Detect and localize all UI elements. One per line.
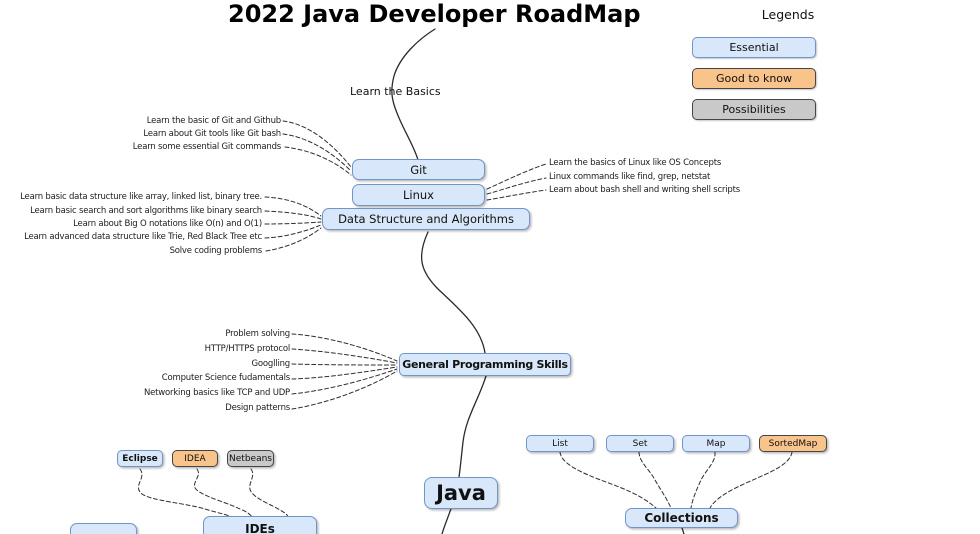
node-java: Java [424,477,498,509]
annotation-gps-2: HTTP/HTTPS protocol [204,344,291,354]
node-set: Set [606,435,674,452]
annotation-dsa-2: Learn basic search and sort algorithms l… [30,206,262,216]
annotation-gps-1: Problem solving [225,329,290,339]
annotation-dsa-4: Learn advanced data structure like Trie,… [24,232,262,242]
connector-git-1 [282,120,352,168]
legend-essential: Essential [692,37,816,58]
connector-set-collections [638,451,672,509]
annotation-dsa-1: Learn basic data structure like array, l… [20,192,262,202]
annotation-linux-2: Linux commands like find, grep, netstat [549,172,711,182]
annotation-git-2: Learn about Git tools like Git bash [143,129,281,139]
node-netbeans: Netbeans [227,450,274,467]
connector-sortedmap-collections [709,451,793,509]
node-linux: Linux [352,184,485,206]
connector-gps-5 [291,368,398,395]
node-partial-bottom-left [70,523,137,534]
legend-good-to-know: Good to know [692,68,816,89]
connector-eclipse-ides [137,468,233,518]
trunk-title-to-git [391,28,436,161]
connector-gps-6 [291,370,398,410]
annotation-git-3: Learn some essential Git commands [132,142,281,152]
annotation-git-1: Learn the basic of Git and Github [146,116,282,126]
legend-possibilities: Possibilities [692,99,816,120]
branch-label-learn-the-basics: Learn the Basics [350,85,441,98]
node-data-structure-and-algorithms: Data Structure and Algorithms [322,208,530,230]
legend-heading: Legends [761,7,815,22]
node-map: Map [682,435,750,452]
connector-list-collections [559,451,657,509]
connector-dsa-3 [264,221,322,225]
connector-dsa-1 [264,196,322,217]
connector-linux-2 [486,177,547,195]
connector-dsa-5 [265,227,322,252]
annotation-gps-4: Computer Science fudamentals [161,373,290,383]
node-list: List [526,435,594,452]
node-git: Git [352,159,485,180]
node-idea: IDEA [172,450,218,467]
node-sortedmap: SortedMap [759,435,827,452]
connector-git-2 [282,133,352,172]
node-collections: Collections [625,508,738,528]
connector-linux-3 [486,189,547,201]
annotation-linux-1: Learn the basics of Linux like OS Concep… [549,158,722,168]
node-eclipse: Eclipse [117,450,163,467]
node-general-programming-skills: General Programming Skills [399,353,571,376]
annotation-dsa-3: Learn about Big O notations like O(n) an… [73,219,262,229]
connector-git-3 [284,146,352,176]
connector-netbeans-ides [249,468,289,518]
connector-gps-2 [291,348,398,364]
connector-map-collections [690,451,716,509]
annotation-gps-6: Design patterns [225,403,290,413]
connector-gps-4 [291,366,398,380]
connector-dsa-4 [264,224,322,239]
annotation-gps-3: Googlling [251,359,291,369]
annotation-gps-5: Networking basics like TCP and UDP [143,388,290,398]
trunk-collections-bottom [681,527,685,534]
connector-gps-3 [291,363,398,366]
connector-dsa-2 [264,210,322,220]
connector-idea-ides [193,468,253,518]
connector-gps-1 [291,333,398,362]
trunk-dsa-to-gps [421,231,486,354]
page-title: 2022 Java Developer RoadMap [228,0,641,28]
annotation-linux-3: Learn about bash shell and writing shell… [549,185,740,195]
node-ides: IDEs [203,516,317,534]
annotation-dsa-5: Solve coding problems [169,246,263,256]
trunk-gps-to-java-bottom [441,375,487,534]
